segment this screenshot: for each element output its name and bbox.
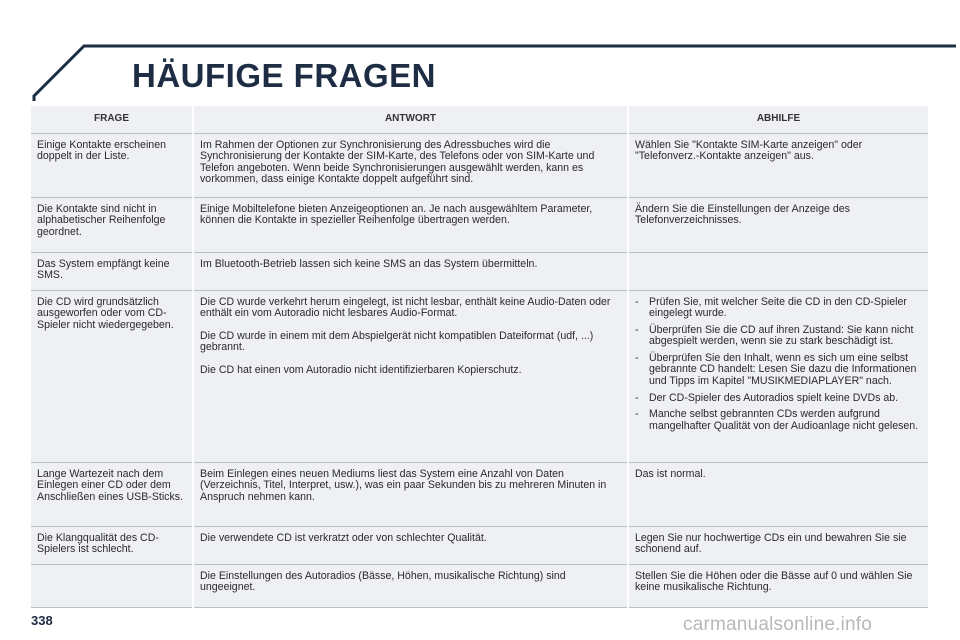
- list-dash: -: [635, 323, 639, 336]
- header-remedy: ABHILFE: [627, 106, 928, 134]
- table-row: Lange Wartezeit nach dem Einlegen einer …: [31, 462, 928, 527]
- answer-cell: Im Bluetooth-Betrieb lassen sich keine S…: [192, 252, 628, 291]
- page-number: 338: [31, 613, 53, 628]
- list-item-text: Überprüfen Sie den Inhalt, wenn es sich …: [649, 351, 917, 388]
- list-item: -Überprüfen Sie den Inhalt, wenn es sich…: [635, 351, 922, 388]
- table-header-row: FRAGE ANTWORT ABHILFE: [31, 106, 928, 134]
- list-item: -Manche selbst gebrannten CDs werden auf…: [635, 409, 922, 432]
- list-dash: -: [635, 351, 639, 364]
- list-item: -Prüfen Sie, mit welcher Seite die CD in…: [635, 295, 922, 320]
- faq-table: FRAGE ANTWORT ABHILFE Einige Kontakte er…: [31, 106, 928, 608]
- question-cell: Das System empfängt keine SMS.: [31, 252, 193, 291]
- question-cell: Die Kontakte sind nicht in alphabetische…: [31, 197, 193, 253]
- table-row: Einige Kontakte erscheinen doppelt in de…: [31, 133, 928, 198]
- answer-paragraph: Die CD hat einen vom Autoradio nicht ide…: [200, 363, 522, 376]
- answer-cell: Einige Mobiltelefone bieten Anzeigeoptio…: [192, 197, 628, 253]
- header-question: FRAGE: [31, 106, 193, 134]
- remedy-list: -Prüfen Sie, mit welcher Seite die CD in…: [635, 295, 922, 433]
- question-cell: [31, 564, 193, 608]
- remedy-cell: Wählen Sie "Kontakte SIM-Karte anzeigen"…: [627, 133, 928, 198]
- header-tab-outline: [32, 44, 956, 101]
- table-row: Die Kontakte sind nicht in alphabetische…: [31, 197, 928, 253]
- remedy-cell: -Prüfen Sie, mit welcher Seite die CD in…: [627, 290, 928, 463]
- question-cell: Lange Wartezeit nach dem Einlegen einer …: [31, 462, 193, 527]
- answer-cell: Die Einstellungen des Autoradios (Bässe,…: [192, 564, 628, 608]
- remedy-cell: [627, 252, 928, 291]
- page-title: HÄUFIGE FRAGEN: [132, 57, 436, 94]
- remedy-cell: Legen Sie nur hochwertige CDs ein und be…: [627, 526, 928, 565]
- list-item-text: Manche selbst gebrannten CDs werden aufg…: [649, 408, 919, 432]
- remedy-cell: Ändern Sie die Einstellungen der Anzeige…: [627, 197, 928, 253]
- question-cell: Die Klangqualität des CD-Spielers ist sc…: [31, 526, 193, 565]
- remedy-cell: Stellen Sie die Höhen oder die Bässe auf…: [627, 564, 928, 608]
- list-dash: -: [635, 408, 639, 421]
- header-answer: ANTWORT: [192, 106, 628, 134]
- answer-cell: Die verwendete CD ist verkratzt oder von…: [192, 526, 628, 565]
- list-item-text: Prüfen Sie, mit welcher Seite die CD in …: [649, 295, 907, 320]
- remedy-cell: Das ist normal.: [627, 462, 928, 527]
- answer-paragraph: Die CD wurde verkehrt herum eingelegt, i…: [200, 295, 611, 320]
- table-row: Die CD wird grundsätzlich ausgeworfen od…: [31, 290, 928, 463]
- list-item-text: Der CD-Spieler des Autoradios spielt kei…: [649, 391, 899, 404]
- answer-cell: Die CD wurde verkehrt herum eingelegt, i…: [192, 290, 628, 463]
- question-cell: Einige Kontakte erscheinen doppelt in de…: [31, 133, 193, 198]
- answer-cell: Beim Einlegen eines neuen Mediums liest …: [192, 462, 628, 527]
- header-tab: [32, 44, 956, 101]
- watermark: carmanualsonline.info: [683, 614, 873, 635]
- table-row: Die Klangqualität des CD-Spielers ist sc…: [31, 526, 928, 565]
- table-row: Das System empfängt keine SMS. Im Blueto…: [31, 252, 928, 291]
- list-dash: -: [635, 295, 639, 308]
- header-tab-fill: [35, 47, 956, 101]
- question-cell: Die CD wird grundsätzlich ausgeworfen od…: [31, 290, 193, 463]
- table-row: Die Einstellungen des Autoradios (Bässe,…: [31, 564, 928, 608]
- list-item-text: Überprüfen Sie die CD auf ihren Zustand:…: [649, 323, 914, 348]
- list-item: -Der CD-Spieler des Autoradios spielt ke…: [635, 391, 922, 405]
- answer-cell: Im Rahmen der Optionen zur Synchronisier…: [192, 133, 628, 198]
- list-dash: -: [635, 391, 639, 404]
- list-item: -Überprüfen Sie die CD auf ihren Zustand…: [635, 323, 922, 348]
- answer-paragraph: Die CD wurde in einem mit dem Abspielger…: [200, 329, 594, 354]
